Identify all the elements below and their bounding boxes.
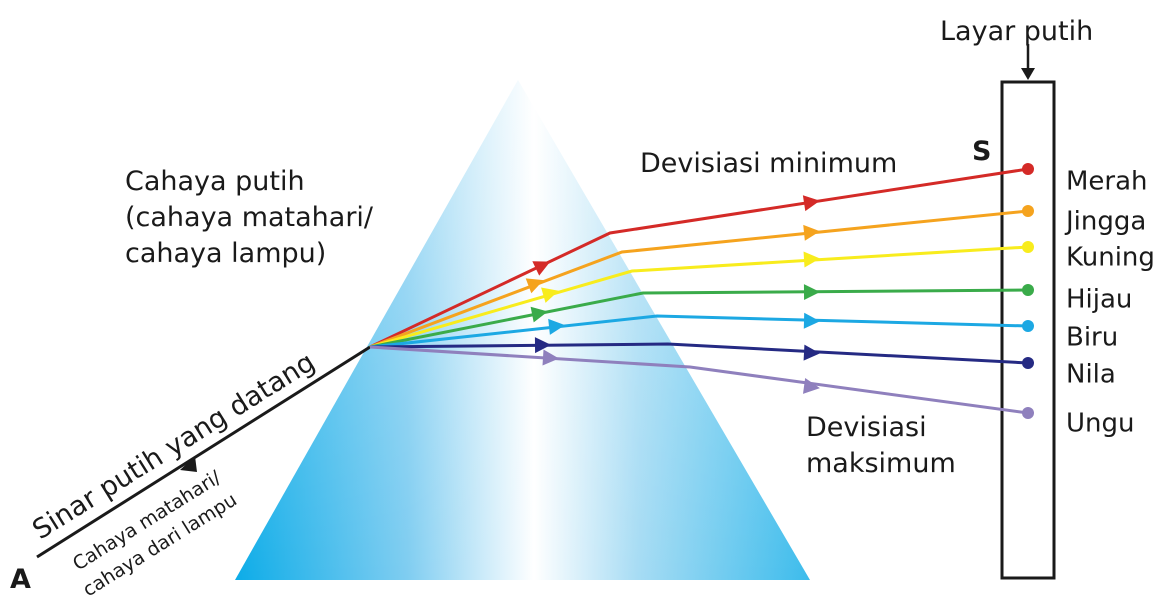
ray-merah [369,163,1034,349]
ray-nila-line [369,342,1029,365]
ray-nila-screen-dot [1022,357,1034,369]
screen-pointer-arrow-head [1021,68,1035,80]
ray-jingga-screen-dot [1022,205,1034,217]
color-label-merah: Merah [1066,167,1148,197]
color-label-biru: Biru [1066,323,1118,353]
ray-ungu-arrow-outside [802,377,820,394]
ray-ungu-screen-dot [1022,407,1034,419]
ray-kuning-line [369,245,1029,349]
ray-kuning-arrow-inside [541,287,559,303]
max-deviation-label-line-2: maksimum [806,448,956,479]
ray-merah-screen-dot [1022,163,1034,175]
ray-hijau-line [369,288,1029,349]
ray-kuning-screen-dot [1022,241,1034,253]
ray-hijau [369,284,1034,349]
color-label-hijau: Hijau [1066,285,1132,315]
ray-ungu-arrow-inside [542,349,559,366]
dispersed-rays [369,163,1034,419]
ray-kuning [369,241,1034,349]
point-a-label: A [10,564,31,595]
ray-nila-arrow-outside [803,344,820,361]
incident-ray [36,345,371,559]
ray-biru-screen-dot [1022,320,1034,332]
ray-merah-line [369,167,1029,349]
ray-biru-arrow-inside [548,318,565,335]
ray-hijau-arrow-outside [803,284,820,301]
ray-ungu-line [369,345,1029,415]
color-label-nila: Nila [1066,360,1116,390]
ray-nila-arrow-inside [534,337,551,354]
incident-ray-arrow [180,456,197,472]
ray-hijau-arrow-inside [530,306,548,323]
ray-biru-arrow-outside [803,312,820,329]
ray-nila [369,337,1034,369]
color-label-jingga: Jingga [1064,207,1146,237]
ray-jingga-arrow-inside [525,278,544,294]
ray-biru-line [369,314,1029,349]
point-s-label: S [972,136,991,167]
ray-biru [369,312,1034,349]
ray-jingga [369,205,1034,349]
ray-merah-arrow-outside [802,195,820,212]
min-deviation-label: Devisiasi minimum [640,148,897,179]
max-deviation-label-line-1: Devisiasi [806,412,927,443]
ray-kuning-arrow-outside [803,251,820,268]
ray-jingga-line [369,209,1029,349]
ray-merah-arrow-inside [532,261,551,276]
white-light-label-line-2: (cahaya matahari/ [125,202,374,233]
ray-jingga-arrow-outside [803,224,820,241]
white-light-label-line-1: Cahaya putih [125,166,305,197]
ray-ungu [369,345,1034,419]
screen-label: Layar putih [940,16,1093,47]
color-label-kuning: Kuning [1066,243,1155,273]
white-light-label-line-3: cahaya lampu) [125,238,326,269]
ray-hijau-screen-dot [1022,284,1034,296]
color-label-ungu: Ungu [1066,409,1135,439]
